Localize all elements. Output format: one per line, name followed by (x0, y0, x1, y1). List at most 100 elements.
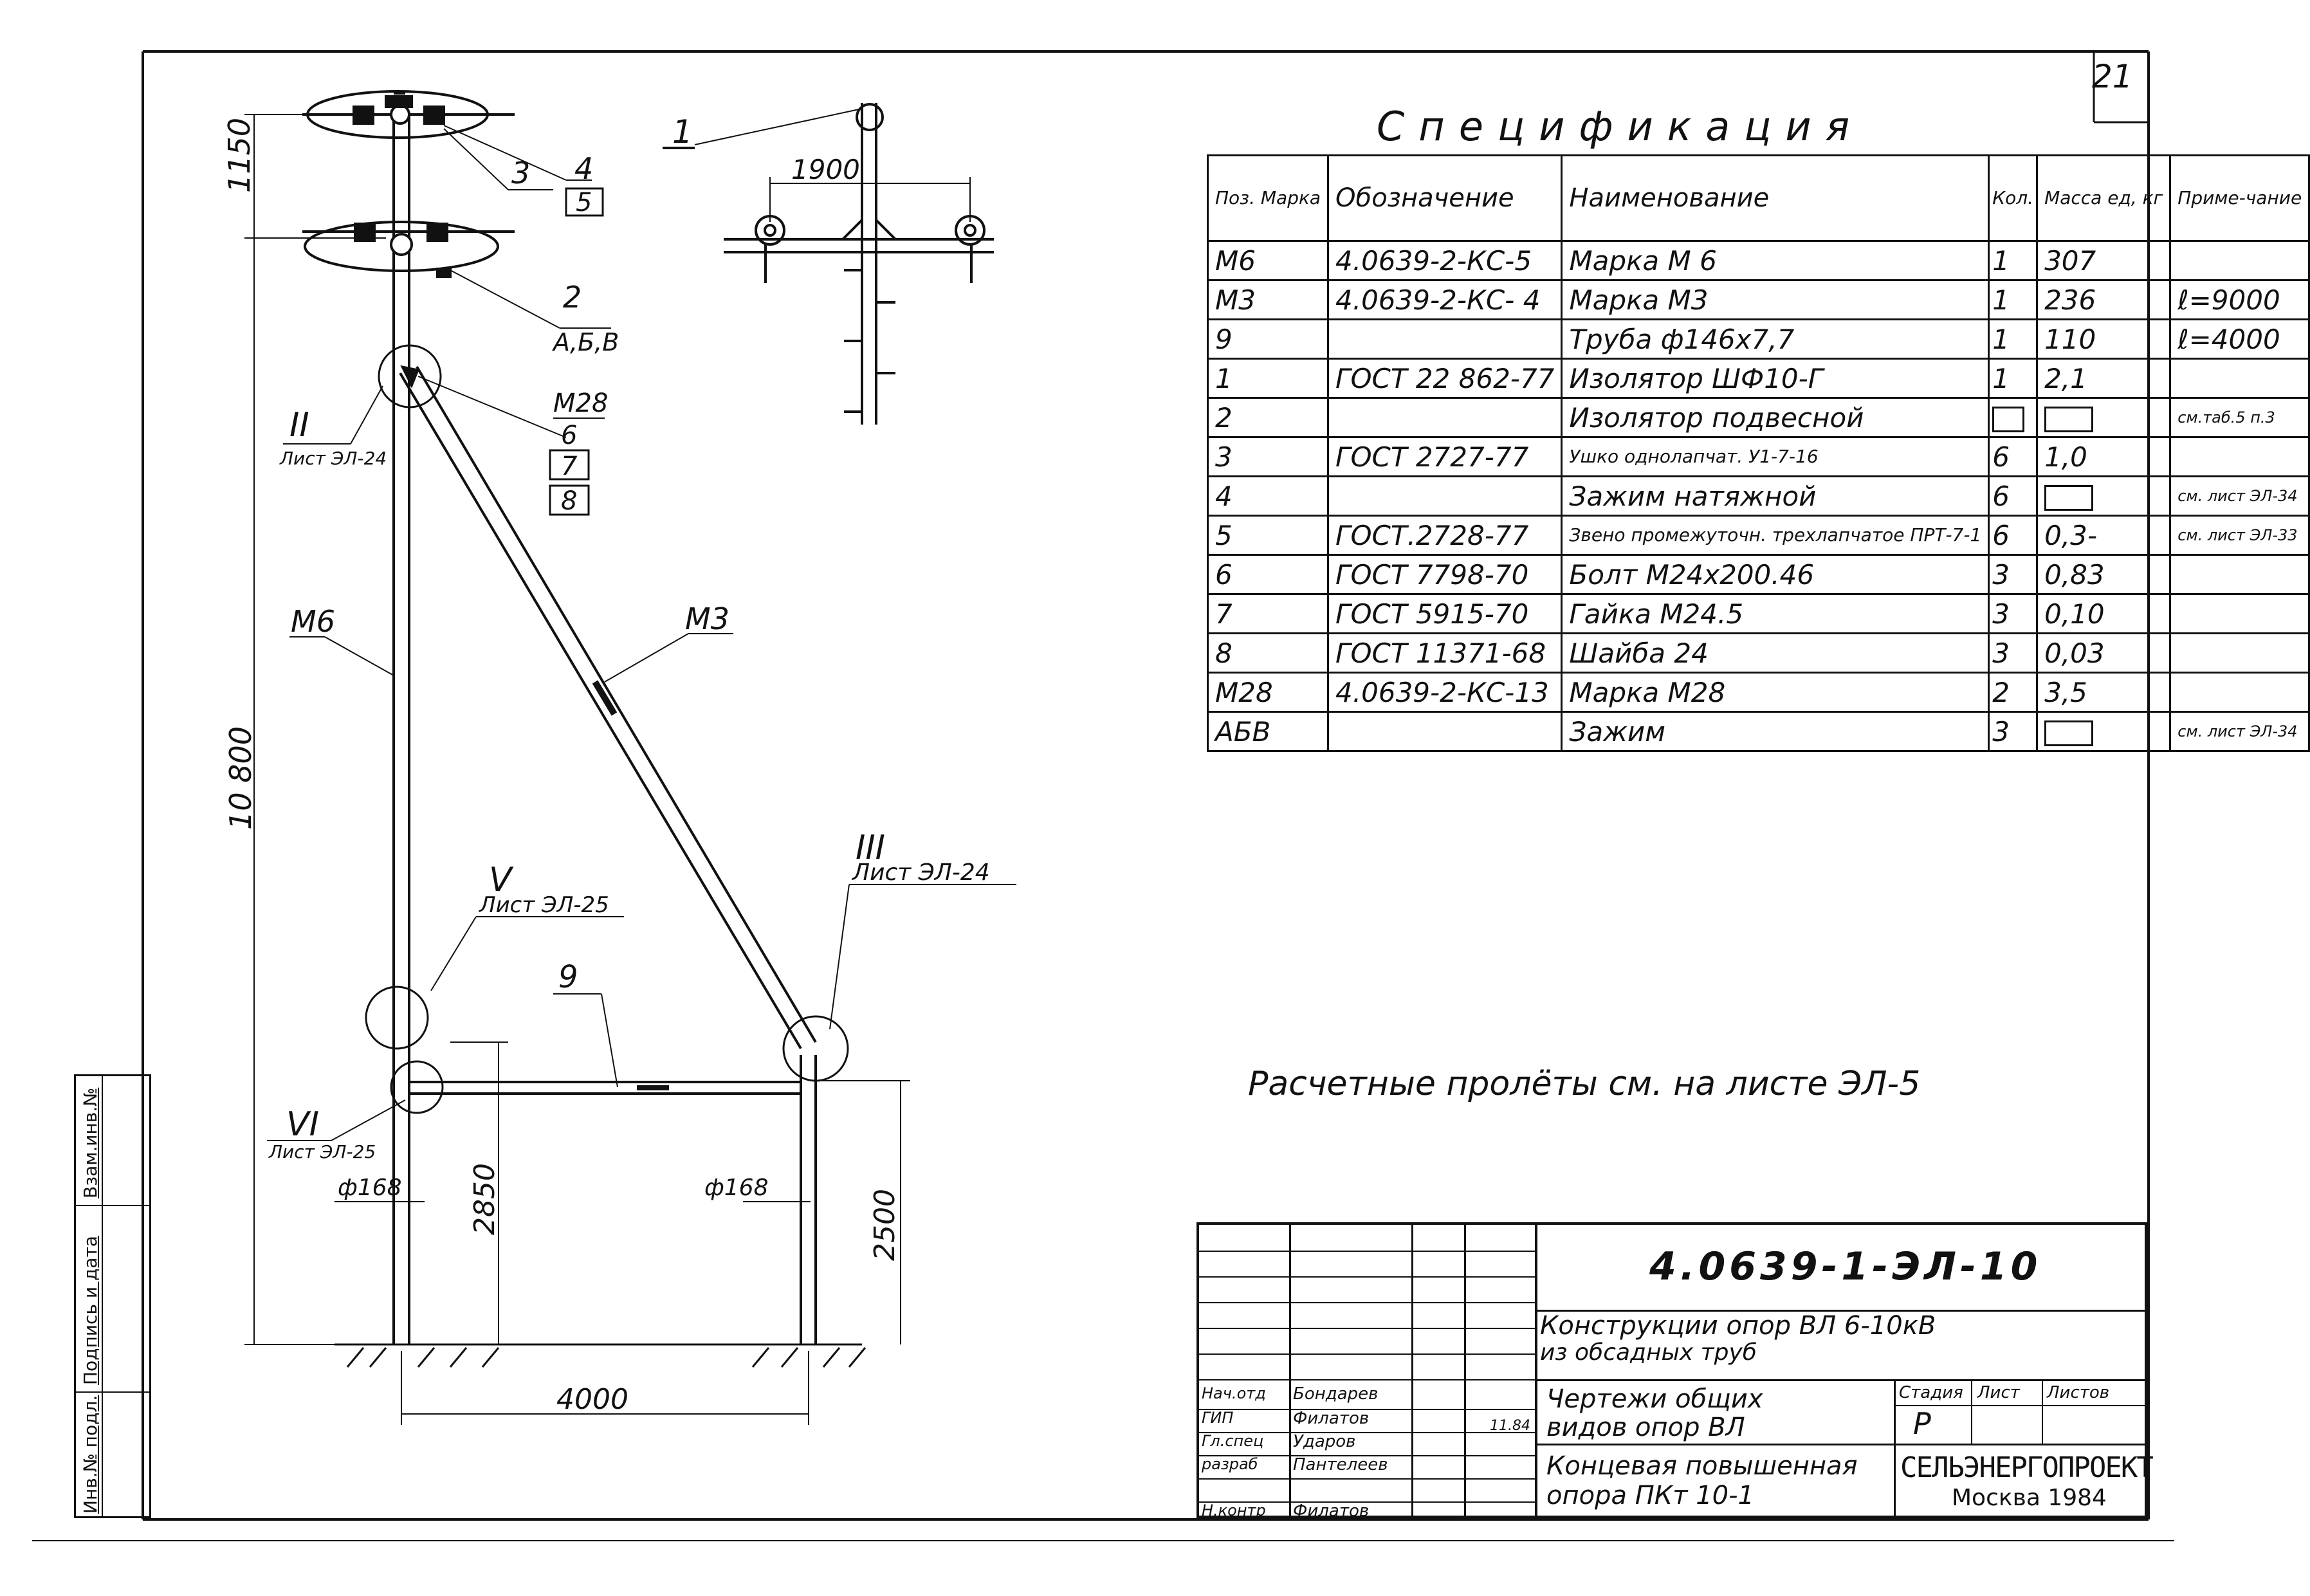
label-4: 4 (574, 151, 593, 186)
project-title-1: Конструкции опор ВЛ 6-10кВ (1540, 1311, 1936, 1341)
spec-cell-qty: 1 (1988, 279, 2039, 320)
spec-cell-pos: 8 (1206, 632, 1330, 674)
role-title: Н.контр (1202, 1501, 1266, 1519)
spec-cell-pos: М3 (1206, 279, 1330, 320)
spec-cell-name: Болт М24х200.46 (1561, 554, 1990, 595)
org-name: СЕЛЬЭНЕРГОПРОЕКТ (1900, 1451, 2154, 1484)
role-name: Удаpов (1293, 1432, 1356, 1451)
role-name: Пантелеев (1293, 1455, 1388, 1474)
spec-cell-qty: 1 (1988, 318, 2039, 360)
spec-cell-pos: 6 (1206, 554, 1330, 595)
spec-cell-designation: ГОСТ 5915-70 (1327, 593, 1563, 634)
spec-cell-pos: 5 (1206, 515, 1330, 556)
spec-cell-name: Труба ф146х7,7 (1561, 318, 1990, 360)
spec-cell-qty: 6 (1988, 515, 2039, 556)
spec-cell-note (2169, 554, 2310, 595)
spec-cell-name: Зажим (1561, 711, 1990, 752)
sheet-number: 21 (2092, 58, 2133, 95)
spec-cell-note (2169, 240, 2310, 281)
spec-cell-mass: 110 (2036, 318, 2172, 360)
role-name: Бондарев (1293, 1384, 1379, 1404)
label-2: 2 (563, 280, 582, 315)
spec-cell-note (2169, 358, 2310, 399)
spec-cell-name: Марка М 6 (1561, 240, 1990, 281)
spec-cell-designation: ГОСТ 22 862-77 (1327, 358, 1563, 399)
drawing-title-2: опора ПКт 10-1 (1546, 1481, 1754, 1510)
drawing-sheet: 1150 10 800 1900 2850 2500 4000 ф168 ф16… (32, 50, 2174, 1541)
spec-cell-pos: 7 (1206, 593, 1330, 634)
spec-cell-designation: 4.0639-2-КС-5 (1327, 240, 1563, 281)
spec-header-designation: Обозначение (1327, 154, 1563, 242)
role-name: Филатов (1293, 1409, 1370, 1428)
spec-cell-designation: ГОСТ 7798-70 (1327, 554, 1563, 595)
spec-header-qty: Кол. (1988, 154, 2039, 242)
main-pole-m6 (392, 116, 410, 1344)
role-name: Филатов (1293, 1501, 1370, 1521)
sheets-label: Листов (2047, 1383, 2110, 1402)
org-city: Москва 1984 (1952, 1485, 2107, 1511)
spec-cell-mass: 3,5 (2036, 672, 2172, 713)
spec-cell-mass (2036, 397, 2172, 438)
node-iii-sheet: Лист ЭЛ-24 (851, 859, 990, 886)
spec-cell-name: Изолятор подвесной (1561, 397, 1990, 438)
node-v-sheet: Лист ЭЛ-25 (478, 892, 609, 918)
empty-box-mark (2044, 720, 2094, 746)
spec-cell-pos: 2 (1206, 397, 1330, 438)
spec-cell-designation: ГОСТ 2727-77 (1327, 436, 1563, 477)
spec-cell-designation (1327, 711, 1563, 752)
spec-cell-designation (1327, 397, 1563, 438)
strut-m3 (399, 365, 817, 1050)
spec-cell-note: ℓ=9000 (2169, 279, 2310, 320)
left-stamp: Инв.№ подл. Подпись и дата Взам.инв.№ (74, 1074, 151, 1518)
project-title-2: из обсадных труб (1540, 1339, 1757, 1366)
spec-cell-name: Марка М28 (1561, 672, 1990, 713)
stamp-podpis: Подпись и дата (80, 1236, 101, 1385)
spec-cell-mass: 0,83 (2036, 554, 2172, 595)
spec-cell-note (2169, 593, 2310, 634)
ground-line (335, 1343, 866, 1368)
spec-cell-note: ℓ=4000 (2169, 318, 2310, 360)
doc-code: 4.0639-1-ЭЛ-10 (1649, 1244, 2042, 1289)
dim-1900: 1900 (791, 154, 860, 185)
stage-label: Стадия (1899, 1383, 1963, 1402)
spec-cell-qty: 3 (1988, 554, 2039, 595)
spec-cell-qty: 1 (1988, 358, 2039, 399)
specification-table: Поз. Марка Обозначение Наименование Кол.… (1206, 154, 2310, 752)
spec-cell-mass: 2,1 (2036, 358, 2172, 399)
spec-cell-pos: АБВ (1206, 711, 1330, 752)
spec-cell-name: Гайка М24.5 (1561, 593, 1990, 634)
label-3: 3 (511, 156, 530, 190)
drawing-title-1: Концевая повышенная (1546, 1451, 1858, 1481)
dimension-lines (244, 114, 910, 1425)
spec-cell-designation: ГОСТ 11371-68 (1327, 632, 1563, 674)
node-vi-label: VI (286, 1105, 319, 1144)
dim-height: 10 800 (223, 726, 258, 830)
spec-cell-note: см. лист ЭЛ-34 (2169, 475, 2310, 517)
label-m6: М6 (291, 604, 335, 639)
spec-cell-designation: 4.0639-2-КС-13 (1327, 672, 1563, 713)
spec-header-pos: Поз. Марка (1206, 154, 1330, 242)
label-9: 9 (558, 959, 578, 995)
spec-cell-mass (2036, 475, 2172, 517)
sheet-label: Лист (1977, 1383, 2020, 1402)
spec-cell-name: Марка М3 (1561, 279, 1990, 320)
spec-cell-designation (1327, 318, 1563, 360)
spec-cell-qty: 2 (1988, 672, 2039, 713)
label-m28: М28 (553, 389, 608, 418)
role-title: Нач.отд (1202, 1384, 1266, 1402)
stage-value: Р (1913, 1406, 1931, 1441)
stamp-inv-podl: Инв.№ подл. (80, 1395, 101, 1514)
spec-cell-pos: 4 (1206, 475, 1330, 517)
label-5: 5 (576, 188, 592, 217)
leader-lines (267, 109, 1016, 1141)
label-6: 6 (561, 421, 577, 450)
spec-cell-note (2169, 672, 2310, 713)
spec-cell-name: Звено промежуточн. трехлапчатое ПРТ-7-1 (1561, 515, 1990, 556)
role-title: разраб (1202, 1455, 1258, 1473)
role-title: Гл.спец (1202, 1432, 1264, 1450)
spec-cell-pos: 3 (1206, 436, 1330, 477)
node-ii-label: II (289, 406, 309, 445)
